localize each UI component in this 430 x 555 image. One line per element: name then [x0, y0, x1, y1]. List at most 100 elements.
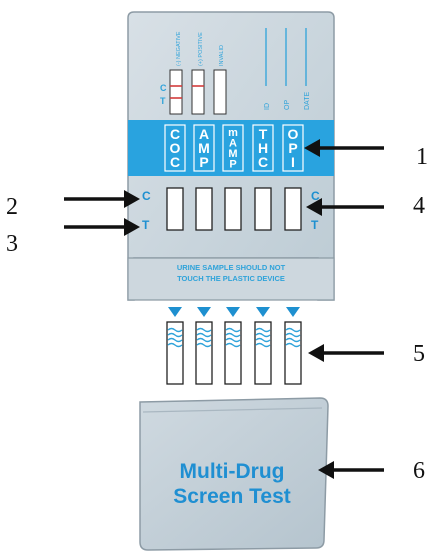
wick-wave	[167, 337, 183, 343]
dip-strip-2	[224, 307, 242, 385]
window-c-label-right: C	[311, 189, 320, 203]
wick-wave	[225, 332, 241, 338]
callout-arrow-3	[64, 218, 140, 236]
wick-wave	[167, 332, 183, 338]
dip-strip-4	[284, 307, 302, 385]
result-legend: C T (-) NEGATIVE (+) POSITIVE INVALID	[160, 31, 227, 115]
drug-code-letter: C	[170, 154, 180, 170]
callout-number-2: 2	[6, 194, 18, 220]
drug-code-box	[164, 124, 186, 172]
drug-code-letter: A	[229, 138, 237, 150]
wick-wave	[255, 342, 271, 348]
field-date-label: DATE	[304, 92, 311, 110]
drug-code-box	[193, 124, 215, 172]
callout-number-6: 6	[413, 458, 425, 484]
drug-code-letter: T	[259, 126, 268, 142]
wick-wave	[225, 342, 241, 348]
drug-code-letter: M	[198, 140, 210, 156]
dip-strip-1	[195, 307, 213, 385]
wick-wave	[285, 332, 301, 338]
window-t-label-left: T	[142, 218, 150, 232]
wick-wave	[167, 327, 183, 333]
card-bottom-shelf	[127, 257, 335, 301]
wick-wave	[167, 342, 183, 348]
wick-wave	[255, 337, 271, 343]
dip-arrow-3	[256, 307, 270, 317]
warning-line-2: TOUCH THE PLASTIC DEVICE	[177, 274, 285, 283]
drug-code-box	[282, 124, 304, 172]
legend-negative-strip	[169, 69, 183, 115]
wick-wave	[225, 337, 241, 343]
cap-inner-edge	[142, 407, 323, 413]
legend-invalid-strip	[213, 69, 227, 115]
drug-code-4: OPI	[282, 124, 304, 172]
legend-positive-label: (+) POSITIVE	[198, 32, 204, 66]
drug-code-letter: I	[291, 154, 295, 170]
wick-wave	[285, 327, 301, 333]
wick-wave	[255, 327, 271, 333]
dip-pad-2	[224, 321, 242, 385]
wick-wave	[196, 337, 212, 343]
wick-wave	[225, 327, 241, 333]
drug-code-0: COC	[164, 124, 186, 172]
dip-pad-0	[166, 321, 184, 385]
wick-wave	[196, 332, 212, 338]
dip-arrow-1	[197, 307, 211, 317]
drug-code-box	[252, 124, 274, 172]
result-windows	[166, 187, 302, 231]
dip-pad-1	[195, 321, 213, 385]
drug-code-letter: P	[199, 154, 208, 170]
cap-body	[139, 397, 329, 551]
drug-code-letter: P	[229, 159, 236, 171]
callout-number-5: 5	[413, 341, 425, 367]
drug-code-letter: O	[288, 126, 299, 142]
drug-code-letter: m	[228, 127, 238, 139]
cap-title-line-1: Multi-Drug	[180, 460, 285, 483]
cap-title-line-2: Screen Test	[173, 485, 291, 508]
drug-code-letter: P	[288, 140, 297, 156]
wick-wave	[196, 327, 212, 333]
callout-arrows	[64, 139, 384, 479]
callout-arrow-5	[308, 344, 384, 362]
wick-wave	[285, 342, 301, 348]
result-window-3	[254, 187, 272, 231]
legend-invalid-label: INVALID	[219, 45, 225, 66]
drug-code-3: THC	[252, 124, 274, 172]
drug-code-box	[222, 124, 244, 172]
field-op-label: OP	[284, 100, 291, 110]
dip-arrow-2	[226, 307, 240, 317]
dip-strips	[166, 307, 302, 385]
record-fields: ID OP DATE	[264, 28, 311, 110]
result-window-2	[224, 187, 242, 231]
legend-positive-strip	[191, 69, 205, 115]
result-window-1	[195, 187, 213, 231]
window-t-label-right: T	[311, 218, 319, 232]
wick-wave	[196, 342, 212, 348]
callout-arrow-4	[306, 198, 384, 216]
wick-wave	[285, 337, 301, 343]
wick-wave	[255, 332, 271, 338]
drug-code-letter: M	[228, 148, 237, 160]
dip-strip-0	[166, 307, 184, 385]
drug-code-1: AMP	[193, 124, 215, 172]
window-c-label-left: C	[142, 189, 151, 203]
callout-number-1: 1	[416, 144, 428, 170]
callout-number-4: 4	[413, 193, 425, 219]
field-id-label: ID	[264, 103, 271, 110]
warning-line-1: URINE SAMPLE SHOULD NOT	[177, 263, 286, 272]
drug-code-letter: O	[170, 140, 181, 156]
dip-pad-3	[254, 321, 272, 385]
callout-number-3: 3	[6, 231, 18, 257]
callout-arrow-1	[304, 139, 384, 157]
dip-pad-4	[284, 321, 302, 385]
result-window-0	[166, 187, 184, 231]
legend-c-label: C	[160, 83, 167, 93]
legend-negative-label: (-) NEGATIVE	[176, 31, 182, 66]
result-window-4	[284, 187, 302, 231]
dip-strip-3	[254, 307, 272, 385]
drug-code-letter: A	[199, 126, 209, 142]
legend-t-label: T	[160, 96, 166, 106]
